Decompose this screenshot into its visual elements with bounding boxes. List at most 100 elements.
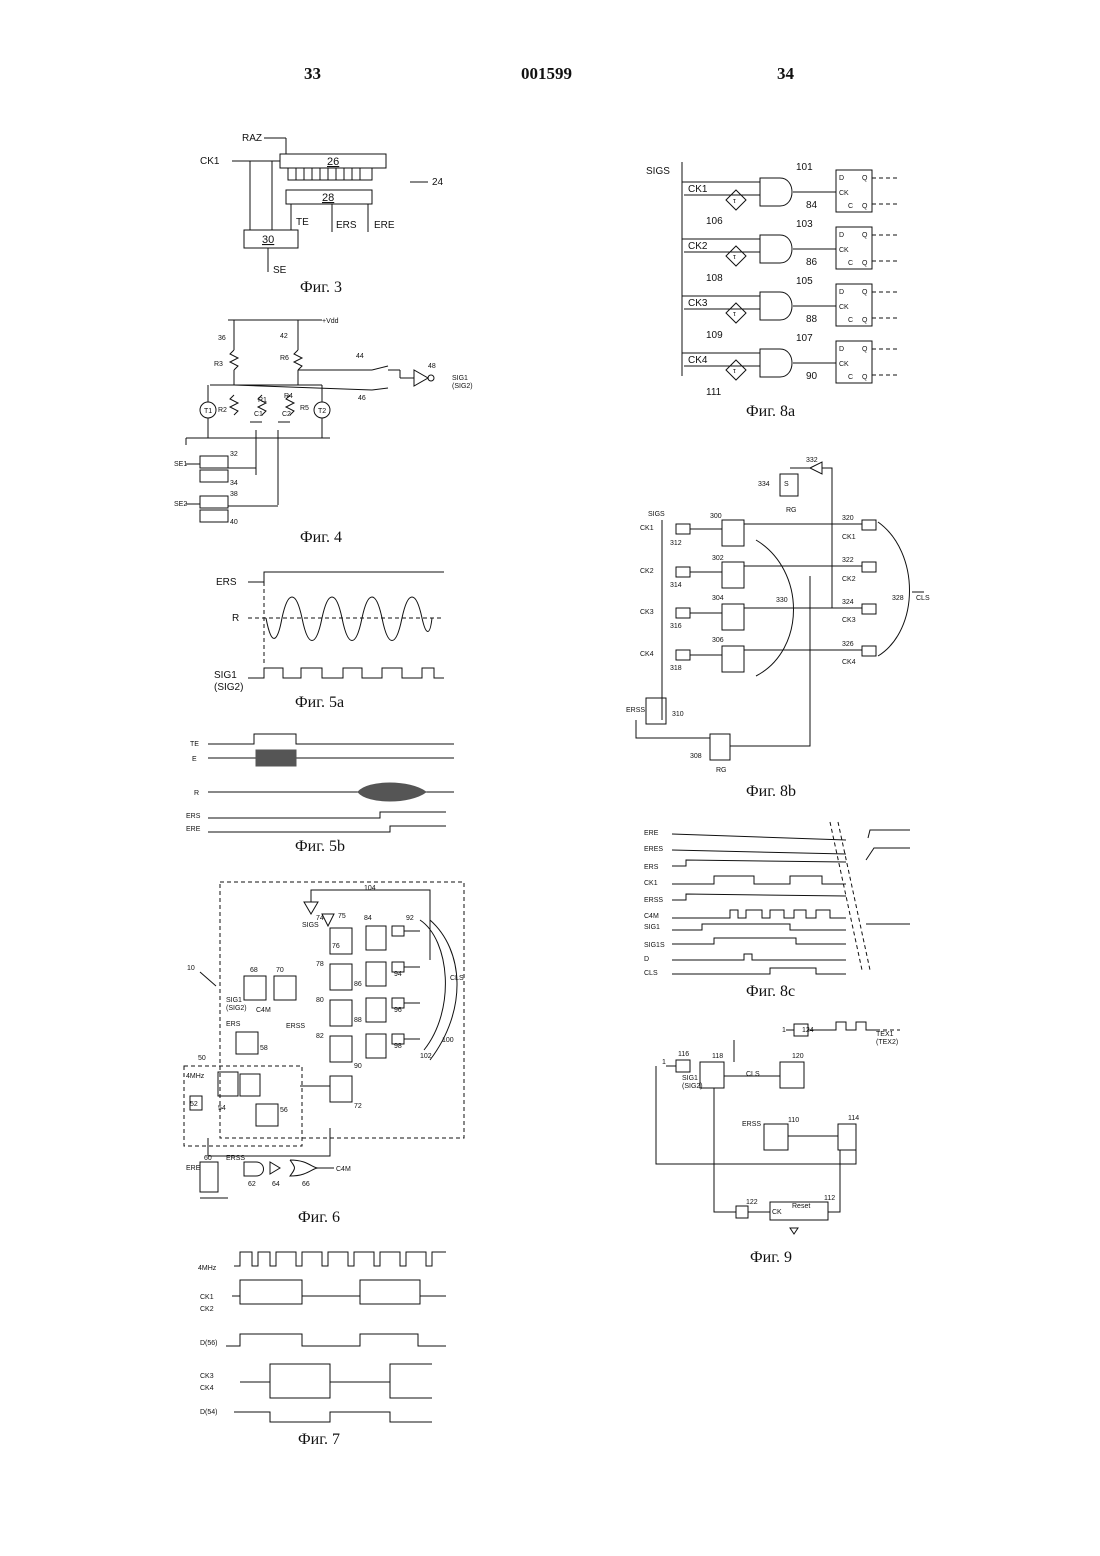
fig6-96: 96	[394, 1007, 402, 1014]
fig4-t2: T2	[318, 408, 326, 415]
svg-text:τ: τ	[733, 311, 736, 318]
fig7-4mhz: 4MHz	[198, 1265, 217, 1272]
fig9-cls: CLS	[746, 1071, 760, 1078]
fig4-se1: SE1	[174, 461, 187, 468]
fig8b-ck3: CK3	[640, 609, 654, 616]
fig7-ck4-wave	[240, 1382, 432, 1398]
svg-text:Q: Q	[862, 232, 868, 239]
fig8b-ck1-out: CK1	[842, 534, 856, 541]
fig6-98: 98	[394, 1043, 402, 1050]
fig6-sigs: SIGS	[302, 922, 319, 929]
fig6-sig2: (SIG2)	[226, 1005, 247, 1012]
fig5b-te: TE	[190, 741, 199, 748]
svg-text:Q: Q	[862, 203, 868, 210]
fig7-ck2-wave	[232, 1296, 446, 1304]
fig3-ere: ERE	[374, 220, 395, 231]
fig5b-ere: ERE	[186, 826, 201, 833]
svg-text:C: C	[848, 260, 853, 267]
fig9-tex2: (TEX2)	[876, 1039, 898, 1046]
svg-text:D: D	[839, 175, 844, 182]
fig3-raz: RAZ	[242, 133, 262, 144]
fig6-86: 86	[354, 981, 362, 988]
fig9-one-left: 1	[662, 1059, 666, 1066]
fig8c-label-ere: ERE	[644, 830, 659, 837]
fig8b-300: 300	[710, 513, 722, 520]
fig7-ck3: CK3	[200, 1373, 214, 1380]
fig6-82: 82	[316, 1033, 324, 1040]
fig8a-90: 90	[806, 371, 818, 382]
fig4-sensor-circuit: +Vdd 36 42 R3 R6 44 46 48 SIG1 (SIG2) T1…	[174, 318, 473, 526]
fig4-38: 38	[230, 491, 238, 498]
fig3-ers: ERS	[336, 220, 357, 231]
fig8b-ck2-out: CK2	[842, 576, 856, 583]
fig8c-label-ck1: CK1	[644, 880, 658, 887]
fig4-r5: R5	[300, 405, 309, 412]
fig7-4mhz-wave	[234, 1252, 446, 1266]
fig8a-ck2: CK2	[688, 241, 708, 252]
fig8a-sigs: SIGS	[646, 166, 670, 177]
fig8b-308: 308	[690, 753, 702, 760]
fig6-104: 104	[364, 885, 376, 892]
fig7-ck1: CK1	[200, 1294, 214, 1301]
fig8c-label-ers: ERS	[644, 864, 659, 871]
svg-text:Q: Q	[862, 317, 868, 324]
fig9-120: 120	[792, 1053, 804, 1060]
fig6-76: 76	[332, 943, 340, 950]
fig6-78: 78	[316, 961, 324, 968]
fig8b-328: 328	[892, 595, 904, 602]
fig6-75: 75	[338, 913, 346, 920]
fig4-36: 36	[218, 335, 226, 342]
fig8a-86: 86	[806, 257, 818, 268]
fig6-cls: CLS	[450, 975, 464, 982]
fig3-se: SE	[273, 265, 287, 276]
fig8b-cls: CLS	[916, 595, 930, 602]
fig8a-103: 103	[796, 219, 813, 230]
fig3-te: TE	[296, 217, 309, 228]
fig5b-r: R	[194, 790, 199, 797]
fig9-sig2: (SIG2)	[682, 1083, 703, 1090]
fig8a-111: 111	[706, 387, 722, 398]
fig4-40: 40	[230, 519, 238, 526]
fig8b-ck3-out: CK3	[842, 617, 856, 624]
svg-text:τ: τ	[733, 254, 736, 261]
fig8b-324: 324	[842, 599, 854, 606]
fig5b-burst-e	[256, 750, 296, 766]
fig5b-waveforms: TE E R ERS ERE	[186, 734, 454, 833]
fig9-ck: CK	[772, 1209, 782, 1216]
svg-text:S: S	[784, 481, 789, 488]
fig8b-332: 332	[806, 457, 818, 464]
fig6-ref10: 10	[187, 965, 195, 972]
fig6-58: 58	[260, 1045, 268, 1052]
fig8b-ck4: CK4	[640, 651, 654, 658]
fig6-4mhz: 4MHz	[186, 1073, 205, 1080]
svg-text:D: D	[839, 289, 844, 296]
fig8a-ck3: CK3	[688, 298, 708, 309]
fig8a-84: 84	[806, 200, 818, 211]
fig7-d54-wave	[234, 1412, 432, 1422]
fig4-t1: T1	[204, 408, 212, 415]
fig8a-ck4: CK4	[688, 355, 708, 366]
svg-text:Q: Q	[862, 175, 868, 182]
fig3-label-30: 30	[262, 234, 274, 246]
fig8b-334: 334	[758, 481, 770, 488]
fig3-register-lines	[288, 168, 372, 180]
svg-text:D: D	[839, 346, 844, 353]
fig8b-302: 302	[712, 555, 724, 562]
fig6-88: 88	[354, 1017, 362, 1024]
fig9-circuit: 1 124 TEX1 (TEX2) 1 116 118 SIG1 (SIG2) …	[656, 1022, 900, 1234]
fig8b-318: 318	[670, 665, 682, 672]
fig8c-label-sig1s: SIG1S	[644, 942, 665, 949]
fig9-one-top: 1	[782, 1027, 786, 1034]
fig5a-sine	[266, 597, 432, 641]
fig4-r6: R6	[280, 355, 289, 362]
svg-text:D: D	[839, 232, 844, 239]
fig8b-ck1: CK1	[640, 525, 654, 532]
fig7-ck2: CK2	[200, 1306, 214, 1313]
fig8b-330: 330	[776, 597, 788, 604]
fig8b-306: 306	[712, 637, 724, 644]
fig6-102: 102	[420, 1053, 432, 1060]
fig8b-312: 312	[670, 540, 682, 547]
fig8a-stage-1: CK1 τ 106 101 DQ CKCQ 84	[682, 162, 900, 227]
fig4-46: 46	[358, 395, 366, 402]
